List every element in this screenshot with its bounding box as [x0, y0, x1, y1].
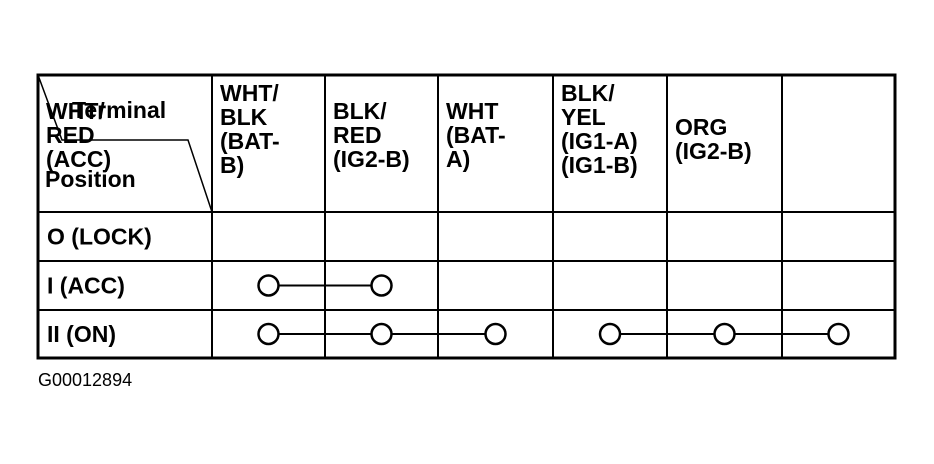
terminal-column-header: WHT/RED(ACC): [46, 98, 111, 172]
terminal-wire-label: (IG2-B): [675, 138, 752, 164]
table-header: Terminal Position: [45, 97, 166, 192]
terminal-wire-label: (IG1-A): [561, 128, 638, 154]
terminal-column-header: WHT(BAT-A): [446, 98, 506, 172]
figure-id: G00012894: [38, 370, 133, 390]
terminal-wire-label: YEL: [561, 104, 606, 130]
terminal-column-header: ORG(IG2-B): [675, 114, 752, 164]
terminal-column-header: WHT/BLK(BAT-B): [220, 80, 280, 178]
terminal-wire-label: RED: [333, 122, 382, 148]
continuity-terminal-circle: [484, 322, 507, 346]
terminal-column-labels: WHT/RED(ACC)WHT/BLK(BAT-B)BLK/RED(IG2-B)…: [46, 80, 752, 178]
continuity-terminal-circle: [598, 322, 622, 346]
continuity-terminal-circle: [827, 322, 850, 346]
terminal-wire-label: (IG2-B): [333, 146, 410, 172]
terminal-wire-label: BLK/: [333, 98, 387, 124]
position-row-label: II (ON): [47, 321, 116, 347]
terminal-wire-label: BLK: [220, 104, 268, 130]
terminal-wire-label: (BAT-: [220, 128, 280, 154]
position-row-labels: O (LOCK) I (ACC) II (ON): [47, 224, 152, 348]
terminal-column-header: BLK/RED(IG2-B): [333, 98, 410, 172]
table-grid: [36, 73, 897, 360]
terminal-wire-label: (BAT-: [446, 122, 506, 148]
terminal-column-header: BLK/YEL(IG1-A)(IG1-B): [561, 80, 638, 178]
continuity-terminal-circle: [370, 274, 393, 297]
terminal-wire-label: WHT/: [46, 98, 105, 124]
terminal-wire-label: (ACC): [46, 146, 111, 172]
position-header-label: Position: [45, 166, 136, 192]
terminal-header-label: Terminal: [72, 97, 166, 123]
terminal-wire-label: RED: [46, 122, 95, 148]
terminal-wire-label: B): [220, 152, 244, 178]
position-row-label: O (LOCK): [47, 224, 152, 250]
terminal-wire-label: ORG: [675, 114, 727, 140]
terminal-wire-label: WHT: [446, 98, 498, 124]
table-border: [36, 73, 897, 360]
continuity-terminal-circle: [257, 322, 280, 346]
continuity-terminal-circle: [257, 274, 280, 297]
terminal-wire-label: WHT/: [220, 80, 279, 106]
continuity-terminal-circle: [370, 322, 393, 346]
terminal-wire-label: BLK/: [561, 80, 615, 106]
continuity-terminal-circle: [713, 322, 736, 346]
header-diagonal-divider: [37, 74, 213, 213]
terminal-wire-label: A): [446, 146, 470, 172]
continuity-connections: [257, 274, 850, 346]
position-row-label: I (ACC): [47, 273, 125, 299]
terminal-wire-label: (IG1-B): [561, 152, 638, 178]
